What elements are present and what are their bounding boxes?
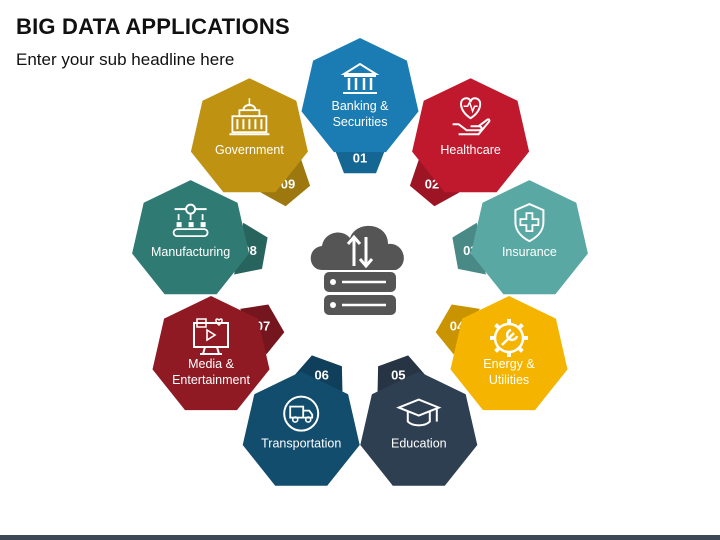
graduation-cap-icon [396, 398, 442, 427]
heart-hand-icon [452, 97, 491, 136]
gear-wrench-icon [490, 319, 528, 357]
node-education: Education [360, 371, 478, 486]
connector-01 [333, 146, 387, 174]
node-label: Entertainment [172, 373, 250, 387]
government-building-icon [229, 98, 270, 136]
connector-number-01: 01 [353, 151, 367, 166]
node-insurance: Insurance [470, 180, 588, 295]
node-label: Insurance [502, 245, 557, 259]
node-label: Manufacturing [151, 245, 230, 259]
node-shape [132, 180, 250, 295]
node-label: Energy & [483, 357, 535, 371]
node-label: Healthcare [440, 143, 500, 157]
node-label: Transportation [261, 437, 341, 451]
node-label: Government [215, 143, 284, 157]
connector-02 [409, 158, 460, 207]
center-icon-group [310, 225, 404, 315]
node-group: Banking & SecuritiesHealthcareInsuranceEn… [132, 38, 588, 486]
node-shape [412, 78, 530, 193]
truck-icon [283, 395, 320, 432]
bank-icon [340, 62, 380, 94]
node-government: Government [190, 78, 308, 193]
media-monitor-icon [193, 318, 229, 355]
node-shape [470, 180, 588, 295]
shield-cross-icon [514, 203, 545, 243]
page-title: BIG DATA APPLICATIONS [16, 14, 290, 39]
connector-05 [377, 355, 427, 395]
node-healthcare: Healthcare [412, 78, 530, 193]
node-shape [360, 371, 478, 486]
node-shape [190, 78, 308, 193]
node-shape [242, 371, 360, 486]
node-transportation: Transportation [242, 371, 360, 486]
node-label: Securities [333, 115, 388, 129]
cloud-server-upload-download-icon [310, 225, 404, 315]
node-label: Utilities [489, 373, 529, 387]
connector-number-06: 06 [314, 368, 328, 383]
node-media-entertainment: Media & Entertainment [152, 296, 270, 411]
conveyor-robot-icon [172, 203, 209, 238]
node-label: Education [391, 437, 447, 451]
bottom-bar [0, 535, 720, 540]
node-label: Banking & [332, 99, 390, 113]
node-energy-utilities: Energy & Utilities [450, 296, 568, 411]
connector-06 [293, 355, 343, 395]
node-manufacturing: Manufacturing [132, 180, 250, 295]
node-banking-securities: Banking & Securities [301, 38, 419, 153]
node-shape [301, 38, 419, 153]
connector-number-05: 05 [391, 368, 405, 383]
node-label: Media & [188, 357, 235, 371]
connector-09 [260, 158, 311, 207]
page-subtitle: Enter your sub headline here [16, 50, 235, 69]
